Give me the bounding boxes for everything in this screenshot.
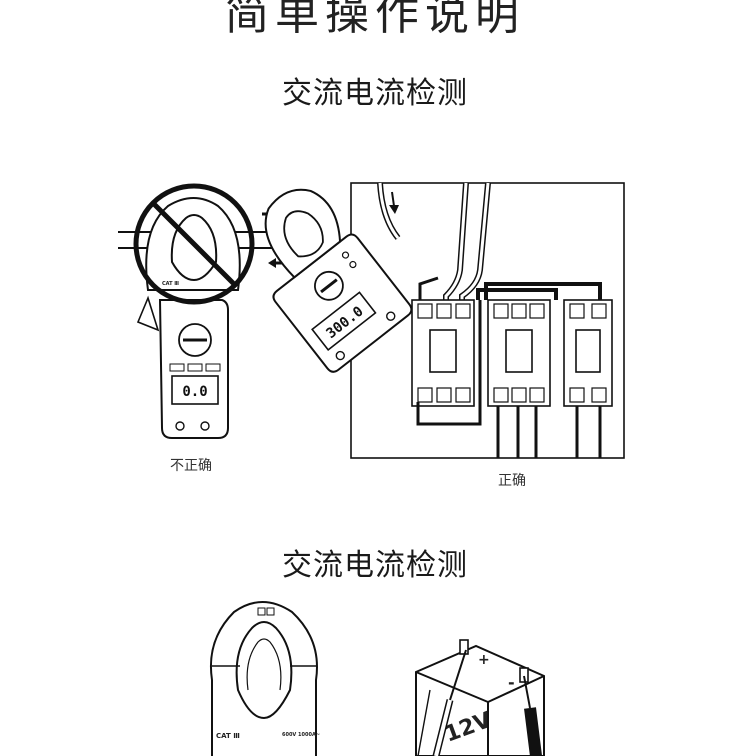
- battery-plus-label: +: [478, 652, 490, 668]
- breaker-3: [563, 299, 613, 407]
- correct-usage-illustration: 300.0: [264, 182, 625, 459]
- test-probe-red: [417, 649, 467, 756]
- page-title: 简单操作说明: [225, 0, 525, 40]
- test-probe-black: [523, 675, 542, 756]
- closeup-rating-label: 600V 1000A~: [282, 732, 320, 738]
- caption-correct: 正确: [498, 473, 526, 489]
- closeup-cat-label: CAT Ⅲ: [216, 732, 240, 740]
- battery-test-illustration: + - 12V: [415, 639, 545, 756]
- breaker-1: [411, 299, 475, 407]
- battery-minus-label: -: [508, 673, 515, 692]
- left-meter-display: 0.0: [182, 384, 207, 400]
- prohibited-icon: [133, 183, 255, 305]
- breaker-2: [487, 299, 551, 407]
- clamp-meter-tilted: 300.0: [264, 188, 413, 373]
- clamp-meter-upright: 0.0 CAT Ⅲ: [136, 197, 241, 439]
- section-title-1: 交流电流检测: [282, 76, 468, 111]
- clamp-jaw-closeup: CAT Ⅲ 600V 1000A~: [210, 601, 320, 756]
- incorrect-usage-illustration: 0.0 CAT Ⅲ: [118, 183, 298, 439]
- left-meter-cat: CAT Ⅲ: [162, 281, 179, 287]
- caption-incorrect: 不正确: [170, 458, 212, 474]
- section-title-2: 交流电流检测: [282, 548, 468, 583]
